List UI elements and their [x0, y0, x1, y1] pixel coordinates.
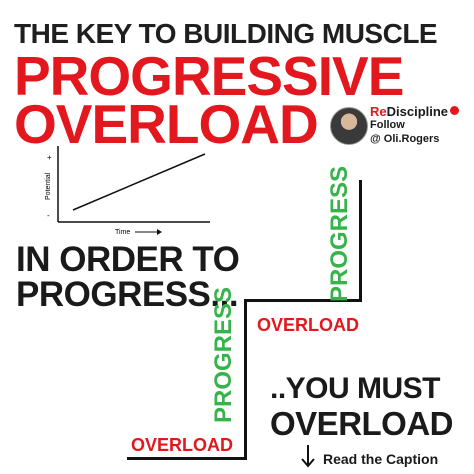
- middle-text-line2: PROGRESS...: [16, 275, 239, 314]
- brand-badge-icon: [450, 106, 460, 115]
- brand-name-re: Re: [370, 104, 387, 119]
- bottom-text-line1: ..YOU MUST: [270, 372, 441, 405]
- trend-line: [72, 153, 206, 211]
- follow-button[interactable]: Follow: [370, 119, 405, 131]
- stair-middle-step: [244, 299, 362, 302]
- stair-lower-step: [127, 457, 247, 460]
- brand-name[interactable]: ReDiscipline: [370, 104, 460, 119]
- mini-line-chart: + - Potential Time: [45, 146, 210, 236]
- stair-upper-riser: [359, 180, 362, 302]
- middle-text-line1: IN ORDER TO: [16, 240, 240, 279]
- arrow-down-icon: [301, 445, 315, 468]
- avatar[interactable]: [330, 107, 368, 145]
- brand-name-rest: Discipline: [386, 104, 449, 119]
- headline-progressive: PROGRESSIVE: [14, 45, 404, 107]
- y-plus-label: +: [47, 153, 52, 162]
- headline-overload: OVERLOAD: [14, 93, 319, 155]
- arrow-right-icon: [157, 229, 162, 235]
- progress-label-lower: PROGRESS: [210, 286, 237, 423]
- overload-label-middle: OVERLOAD: [257, 315, 360, 335]
- headline-top: THE KEY TO BUILDING MUSCLE: [14, 18, 438, 49]
- x-axis-label: Time: [115, 229, 130, 236]
- y-minus-label: -: [47, 211, 50, 220]
- read-caption-text: Read the Caption: [323, 451, 439, 467]
- bottom-text-line2: OVERLOAD: [270, 405, 454, 442]
- profile-handle[interactable]: @ Oli.Rogers: [370, 133, 440, 145]
- stair-lower-riser: [244, 299, 247, 460]
- overload-label-lower: OVERLOAD: [131, 435, 234, 455]
- y-axis-label: Potential: [45, 172, 52, 200]
- progress-label-upper: PROGRESS: [326, 165, 353, 302]
